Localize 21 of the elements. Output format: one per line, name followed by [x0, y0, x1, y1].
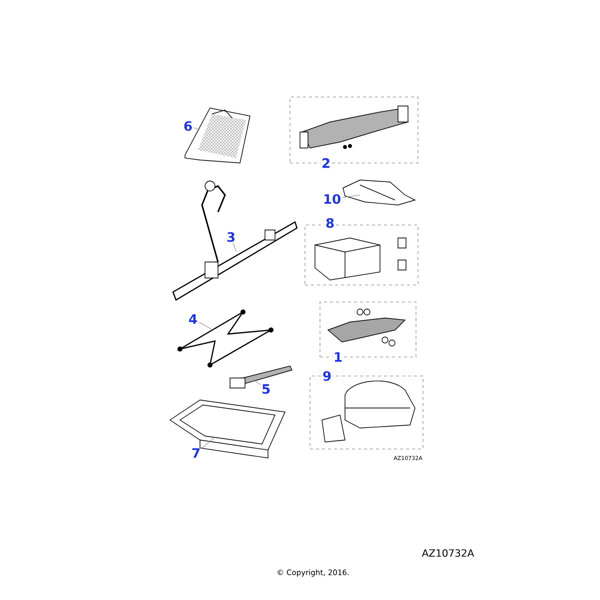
- callout-number: 6: [184, 121, 192, 131]
- callout-number: 9: [321, 370, 333, 382]
- part-drawing: [184, 108, 250, 164]
- callout-number: 10: [324, 194, 340, 204]
- callout-number: 4: [189, 314, 197, 324]
- callout-number: 2: [320, 157, 332, 169]
- part-drawing: [212, 110, 232, 118]
- callout-number: 3: [227, 232, 234, 242]
- callout-number: 8: [324, 217, 336, 229]
- part-drawing: [172, 180, 298, 301]
- leader-line: [201, 436, 216, 448]
- part-drawing: [342, 180, 416, 206]
- leader-line: [254, 380, 261, 385]
- leader-line: [193, 128, 200, 130]
- drawing-code: AZ10732A: [422, 549, 474, 557]
- callout-number: 5: [262, 384, 270, 394]
- leader-line: [342, 194, 360, 198]
- leader-line: [198, 322, 214, 330]
- callout-number: 1: [332, 351, 344, 363]
- leader-line: [232, 242, 237, 252]
- callout-number: 7: [192, 448, 200, 458]
